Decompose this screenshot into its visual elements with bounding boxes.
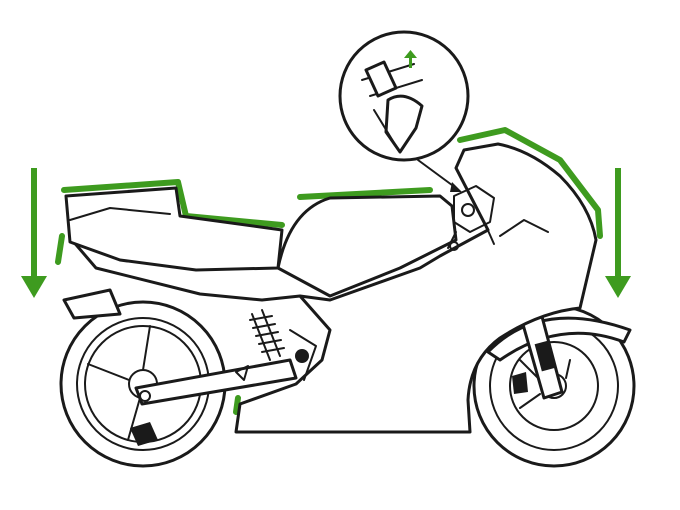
- fuel-tank: [276, 194, 458, 298]
- right-down-arrow-icon: [605, 168, 631, 298]
- rear-shock: [249, 309, 285, 361]
- inset-magnifier: [338, 30, 470, 162]
- rear-wheel: [59, 300, 227, 468]
- handlebar-cluster: [447, 185, 495, 251]
- left-down-arrow-icon: [21, 168, 47, 298]
- exhaust: [62, 288, 122, 320]
- inset-up-arrow-icon: [404, 50, 417, 68]
- fairing: [70, 142, 598, 434]
- inset-pointer-line: [417, 159, 457, 189]
